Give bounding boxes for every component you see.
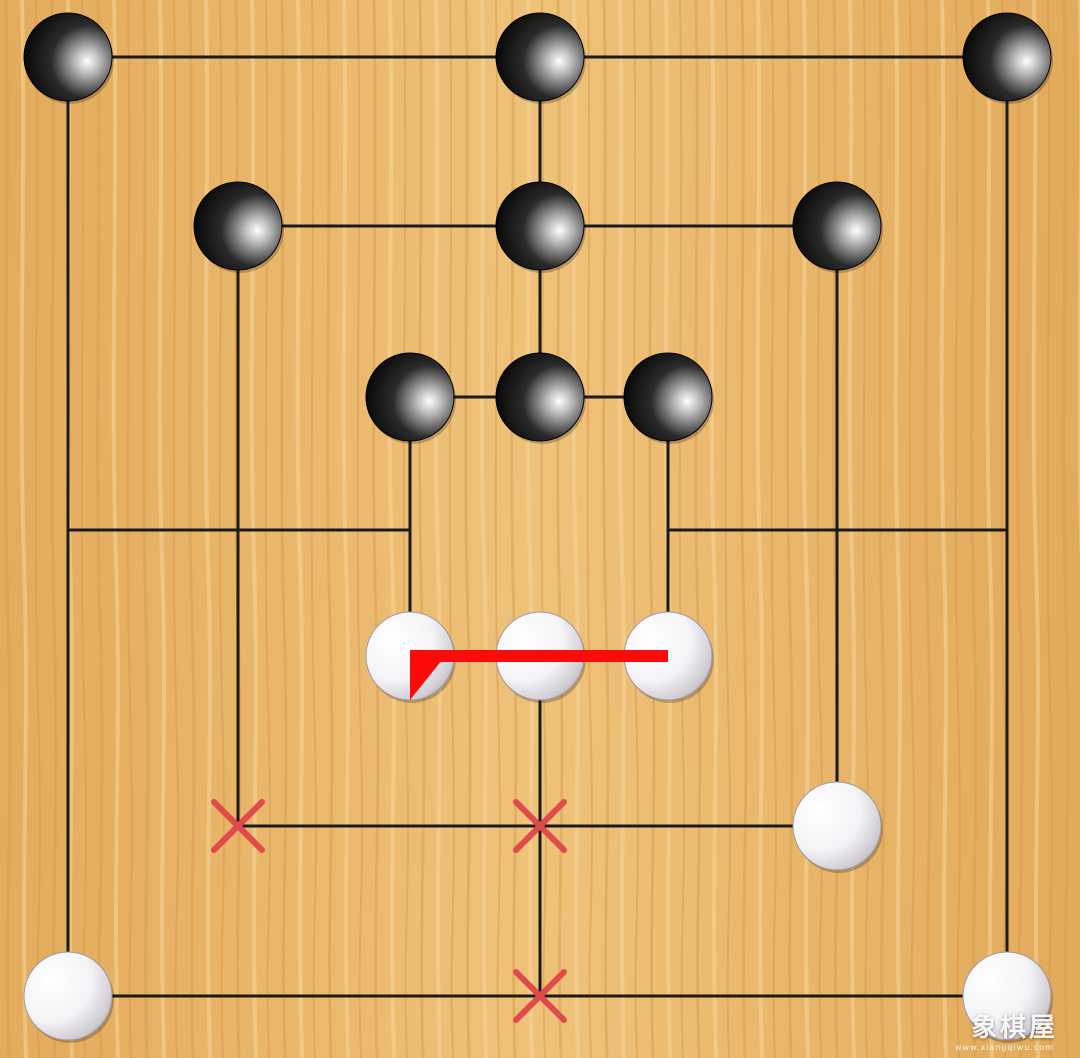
black-piece-f6[interactable] xyxy=(792,181,883,273)
black-piece-d5[interactable] xyxy=(495,352,586,444)
black-piece-c5[interactable] xyxy=(365,352,456,444)
white-piece-a1[interactable] xyxy=(23,951,114,1043)
black-piece-a7[interactable] xyxy=(23,12,114,104)
removed-marker-d2 xyxy=(513,799,567,853)
white-piece-f2[interactable] xyxy=(792,781,883,873)
black-piece-g7[interactable] xyxy=(962,12,1053,104)
mill-line xyxy=(410,650,668,662)
removed-marker-d1 xyxy=(513,969,567,1023)
removed-marker-b2 xyxy=(211,799,265,853)
black-piece-d6[interactable] xyxy=(495,181,586,273)
black-piece-e5[interactable] xyxy=(623,352,714,444)
removed-markers xyxy=(211,799,567,1023)
black-piece-b6[interactable] xyxy=(193,181,284,273)
white-piece-g1[interactable] xyxy=(962,951,1053,1043)
watermark-subtext: www.xiangqiwu.com xyxy=(955,1043,1054,1052)
watermark-logo: 象棋屋 xyxy=(970,1013,1058,1043)
mill-highlight xyxy=(410,650,668,700)
mill-arrow-head xyxy=(410,650,450,700)
black-piece-d7[interactable] xyxy=(495,12,586,104)
